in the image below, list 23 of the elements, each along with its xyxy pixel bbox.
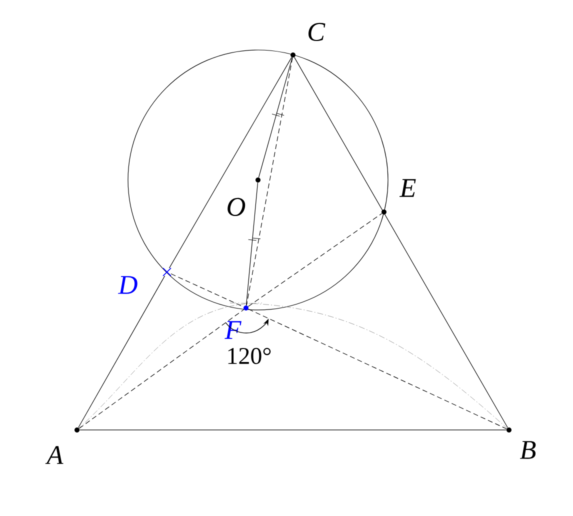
line-segment — [258, 57, 293, 178]
point-label: B — [520, 441, 536, 459]
point-marker — [244, 306, 248, 310]
line-segment — [78, 276, 166, 428]
line-segment — [248, 213, 382, 307]
line-segment — [246, 57, 293, 306]
point-label: E — [399, 179, 416, 197]
point-marker — [74, 427, 80, 432]
point-label: C — [308, 22, 326, 42]
point-label: A — [45, 446, 64, 464]
point-marker — [162, 268, 172, 276]
point-label: D — [118, 276, 138, 294]
point-marker — [506, 427, 512, 432]
point-marker — [256, 178, 260, 182]
line-segment — [294, 57, 508, 428]
point-label: O — [228, 198, 246, 216]
point-marker — [382, 210, 386, 214]
line-segment — [169, 57, 292, 268]
line-segment — [170, 273, 244, 308]
line-segment — [78, 309, 244, 429]
point-marker — [290, 52, 296, 58]
line-segment — [246, 182, 258, 306]
angle-label: 120° — [225, 346, 273, 366]
